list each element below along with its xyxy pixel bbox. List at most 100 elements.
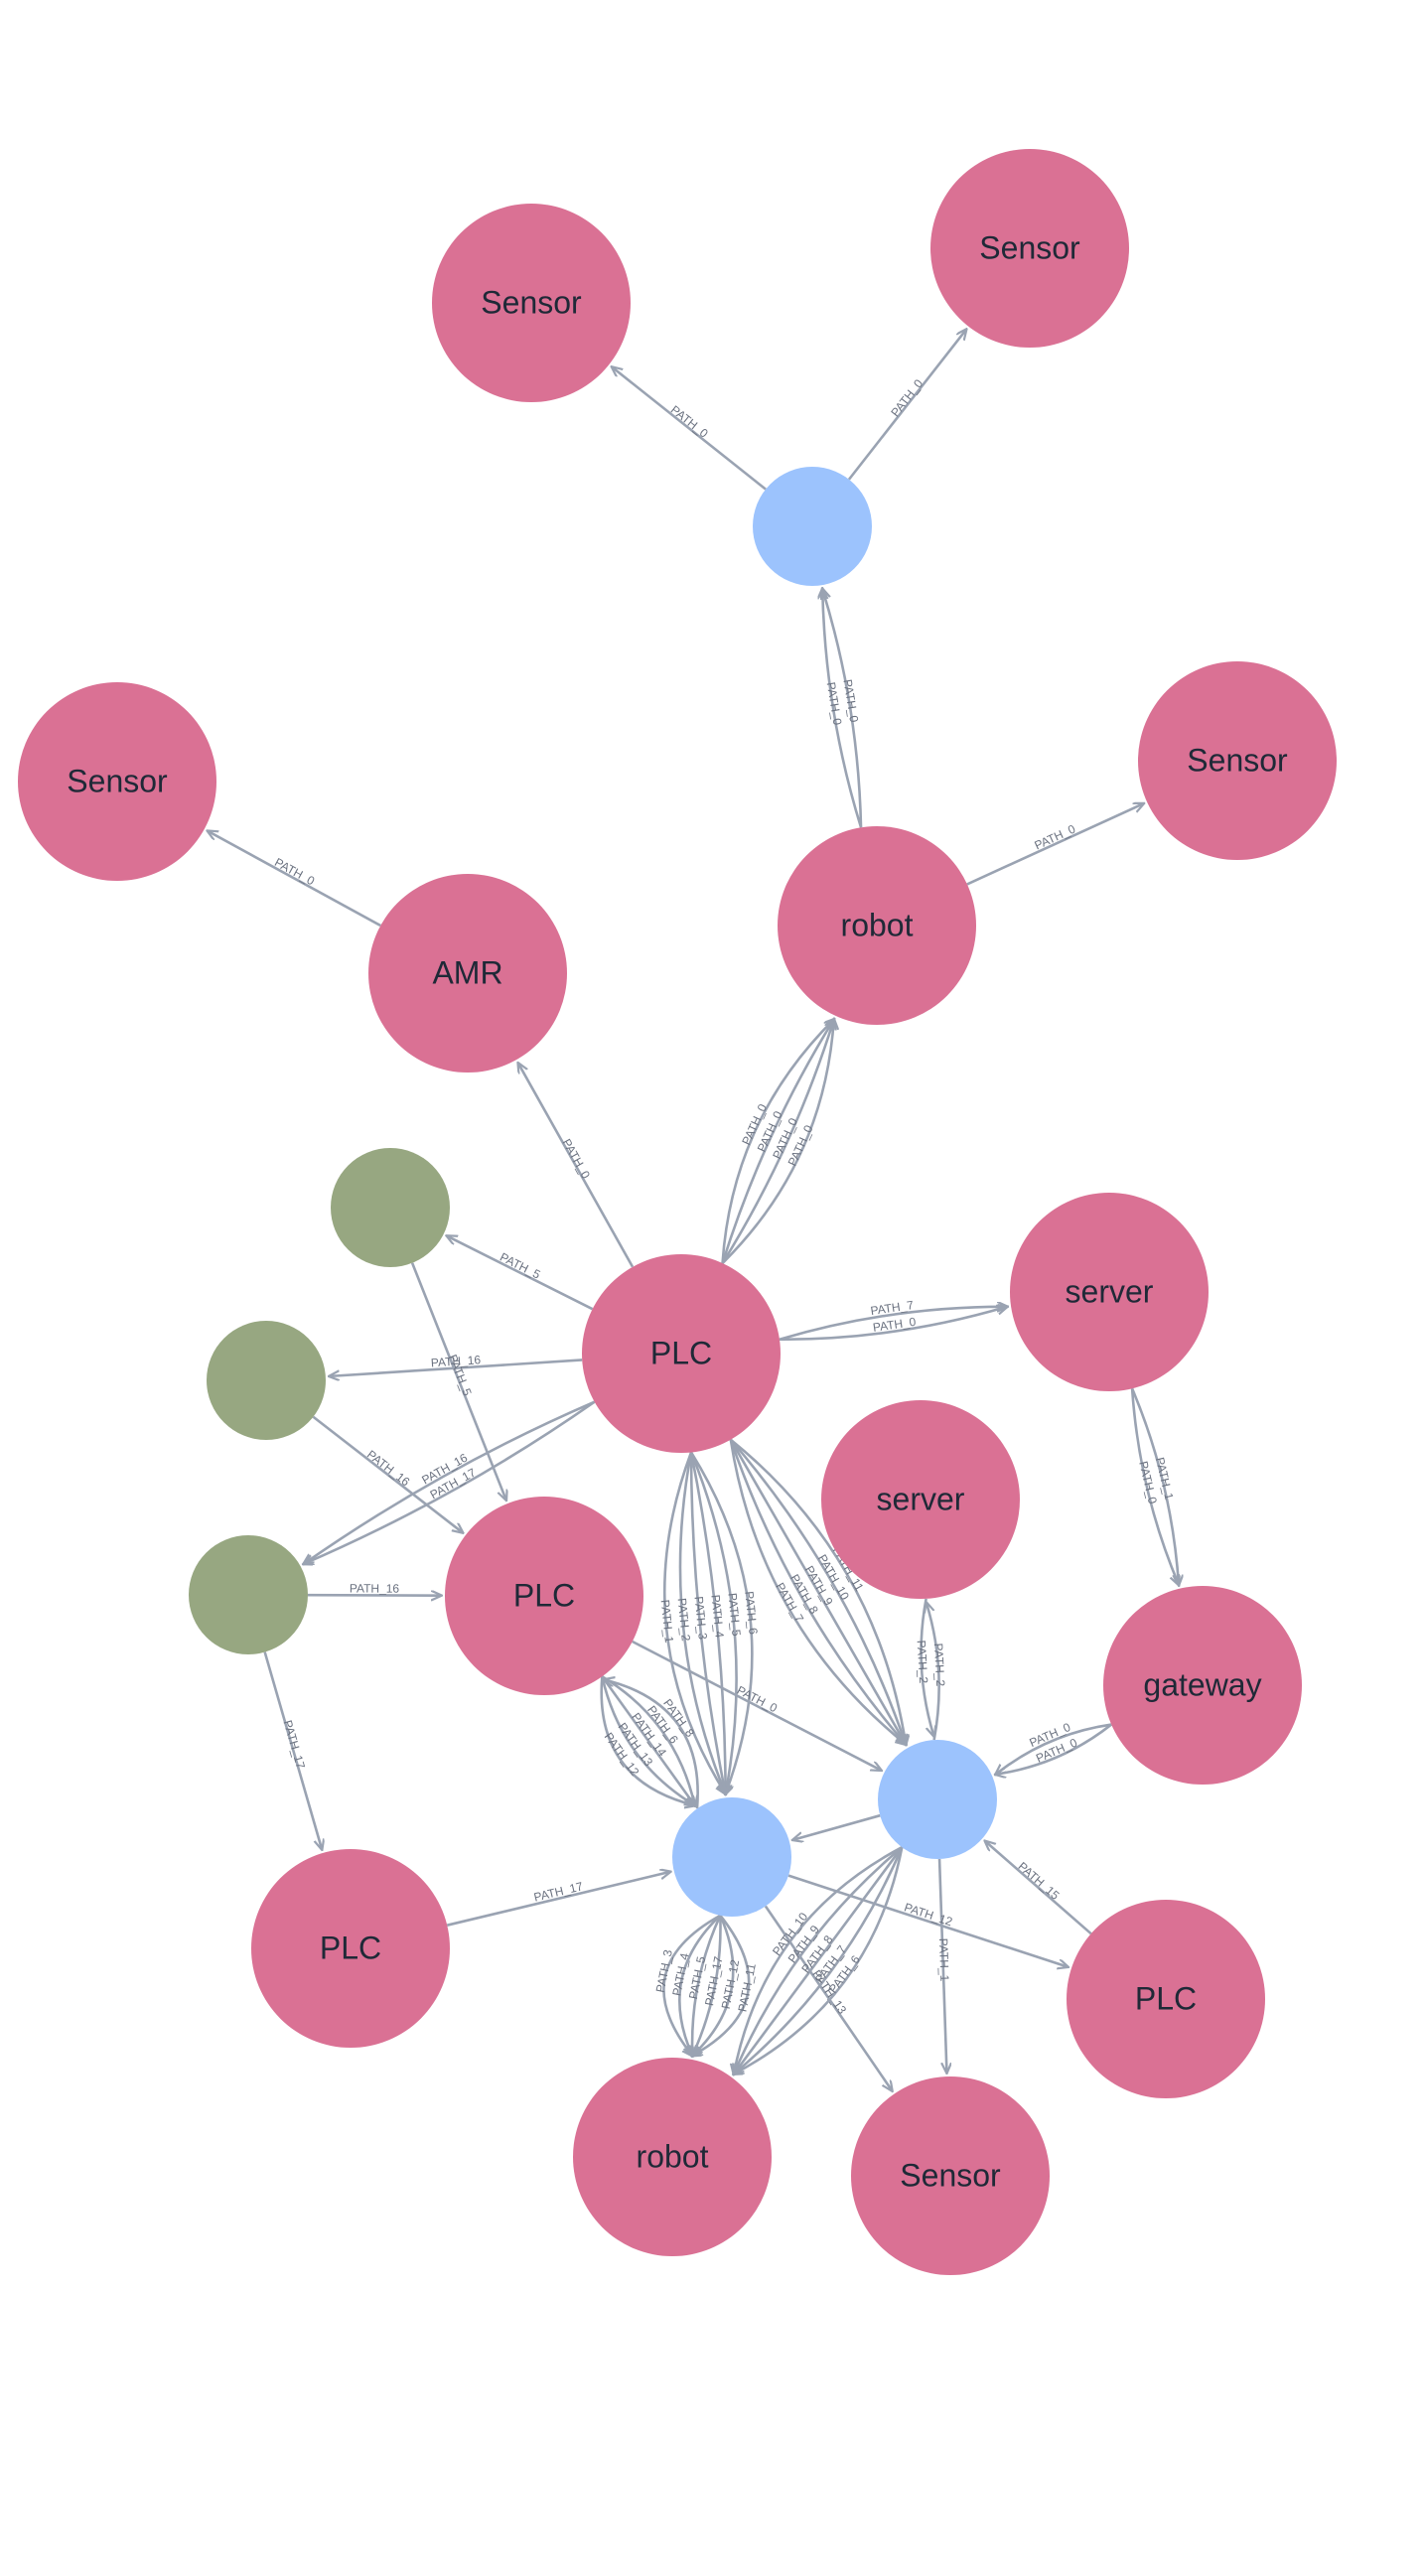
edge-plc_mid-to-hub_left[interactable] (600, 1676, 695, 1805)
node-circle[interactable] (878, 1740, 997, 1859)
edge-green_1-to-plc_mid[interactable] (410, 1262, 506, 1501)
edge-server_right-to-gateway[interactable] (1130, 1387, 1179, 1585)
edge-plc_center-to-green_1[interactable] (447, 1236, 594, 1311)
edge-plc_center-to-server_right[interactable] (779, 1307, 1007, 1342)
edge-plc_bottom_left-to-hub_left[interactable] (446, 1872, 670, 1927)
edge-hub_left-to-robot_bottom[interactable] (678, 1914, 722, 2056)
edge-hub_left-to-plc_bottom_right[interactable] (787, 1874, 1068, 1967)
edge-plc_center-to-hub_right[interactable] (730, 1438, 906, 1745)
node-circle[interactable] (1067, 1900, 1265, 2098)
edge-hub_right-to-robot_bottom[interactable] (734, 1846, 903, 2074)
node-circle[interactable] (445, 1497, 643, 1695)
edge-plc_center-to-amr[interactable] (518, 1064, 635, 1268)
node-circle[interactable] (432, 204, 631, 402)
node-hub_left[interactable] (672, 1797, 791, 1917)
node-plc_bottom_left[interactable]: PLC (251, 1849, 450, 2048)
edge-gateway-to-hub_right[interactable] (996, 1723, 1112, 1775)
node-circle[interactable] (672, 1797, 791, 1917)
node-green_2[interactable] (207, 1321, 326, 1440)
node-circle[interactable] (1103, 1586, 1302, 1785)
edge-green_2-to-plc_mid[interactable] (312, 1415, 462, 1533)
edge-gateway-to-hub_right[interactable] (996, 1723, 1112, 1775)
edge-hub_top-to-sensor_top_right[interactable] (847, 330, 966, 481)
edge-plc_center-to-green_3[interactable] (304, 1400, 596, 1564)
edge-robot_top-to-hub_top[interactable] (822, 589, 863, 828)
node-circle[interactable] (1138, 661, 1337, 860)
edge-plc_center-to-robot_top[interactable] (721, 1020, 834, 1264)
node-sensor_left[interactable]: Sensor (18, 682, 216, 881)
edge-robot_top-to-sensor_right[interactable] (966, 803, 1143, 886)
edge-hub_top-to-sensor_top_left[interactable] (612, 367, 767, 491)
edge-plc_center-to-hub_left[interactable] (689, 1452, 738, 1793)
edge-plc_center-to-robot_top[interactable] (721, 1020, 834, 1264)
node-circle[interactable] (189, 1535, 308, 1654)
node-circle[interactable] (582, 1254, 781, 1453)
edge-plc_center-to-green_3[interactable] (304, 1400, 596, 1564)
edge-plc_center-to-hub_right[interactable] (729, 1438, 906, 1745)
node-circle[interactable] (368, 874, 567, 1073)
node-circle[interactable] (851, 2076, 1050, 2275)
edge-hub_right-to-robot_bottom[interactable] (734, 1846, 904, 2074)
node-sensor_right[interactable]: Sensor (1138, 661, 1337, 860)
edge-hub_right-to-server_mid[interactable] (926, 1603, 940, 1741)
edge-plc_mid-to-hub_left[interactable] (601, 1675, 694, 1805)
edge-robot_top-to-hub_top[interactable] (822, 589, 863, 828)
edge-plc_mid-to-hub_left[interactable] (601, 1675, 694, 1805)
node-sensor_bottom[interactable]: Sensor (851, 2076, 1050, 2275)
node-hub_top[interactable] (753, 467, 872, 586)
node-plc_bottom_right[interactable]: PLC (1067, 1900, 1265, 2098)
edge-plc_center-to-hub_left[interactable] (689, 1452, 726, 1793)
edge-plc_mid-to-hub_right[interactable] (632, 1640, 881, 1771)
edge-plc_center-to-hub_left[interactable] (662, 1452, 725, 1793)
edge-hub_right-to-robot_bottom[interactable] (734, 1846, 904, 2074)
edge-plc_center-to-robot_top[interactable] (721, 1020, 834, 1264)
edge-hub_left-to-plc_mid[interactable] (605, 1679, 699, 1809)
edge-green_3-to-plc_bottom_left[interactable] (263, 1651, 322, 1849)
node-circle[interactable] (1010, 1193, 1209, 1391)
edge-plc_center-to-green_2[interactable] (330, 1359, 583, 1375)
edge-amr-to-sensor_left[interactable] (208, 831, 381, 928)
node-server_right[interactable]: server (1010, 1193, 1209, 1391)
node-server_mid[interactable]: server (821, 1400, 1020, 1599)
node-circle[interactable] (573, 2058, 772, 2256)
edge-plc_center-to-hub_right[interactable] (729, 1439, 906, 1745)
edge-hub_left-to-robot_bottom[interactable] (692, 1915, 722, 2056)
node-circle[interactable] (778, 826, 976, 1025)
node-gateway[interactable]: gateway (1103, 1586, 1302, 1785)
edge-plc_center-to-hub_left[interactable] (678, 1452, 726, 1793)
edge-hub_left-to-robot_bottom[interactable] (692, 1915, 735, 2056)
edge-hub_left-to-robot_bottom[interactable] (662, 1914, 721, 2056)
edge-hub_right-to-robot_bottom[interactable] (734, 1846, 904, 2074)
node-circle[interactable] (753, 467, 872, 586)
edge-plc_center-to-hub_left[interactable] (689, 1451, 754, 1793)
edge-hub_right-to-robot_bottom[interactable] (734, 1846, 904, 2074)
node-hub_right[interactable] (878, 1740, 997, 1859)
node-robot_top[interactable]: robot (778, 826, 976, 1025)
edge-hub_right-to-hub_left[interactable] (793, 1813, 881, 1840)
edge-hub_left-to-robot_bottom[interactable] (692, 1915, 751, 2056)
edge-plc_center-to-hub_right[interactable] (729, 1439, 906, 1745)
node-green_3[interactable] (189, 1535, 308, 1654)
node-amr[interactable]: AMR (368, 874, 567, 1073)
edge-server_right-to-gateway[interactable] (1130, 1388, 1179, 1585)
edge-plc_mid-to-hub_left[interactable] (601, 1675, 694, 1805)
edge-hub_left-to-sensor_bottom[interactable] (764, 1905, 892, 2090)
node-circle[interactable] (207, 1321, 326, 1440)
node-circle[interactable] (251, 1849, 450, 2048)
node-sensor_top_right[interactable]: Sensor (930, 149, 1129, 348)
node-sensor_top_left[interactable]: Sensor (432, 204, 631, 402)
edge-plc_center-to-server_right[interactable] (779, 1307, 1007, 1342)
node-robot_bottom[interactable]: robot (573, 2058, 772, 2256)
node-plc_mid[interactable]: PLC (445, 1497, 643, 1695)
edge-hub_left-to-robot_bottom[interactable] (692, 1915, 722, 2056)
edge-hub_right-to-sensor_bottom[interactable] (937, 1858, 946, 2073)
node-circle[interactable] (18, 682, 216, 881)
edge-plc_center-to-hub_right[interactable] (729, 1439, 906, 1745)
node-circle[interactable] (930, 149, 1129, 348)
node-circle[interactable] (331, 1148, 450, 1267)
edge-plc_center-to-robot_top[interactable] (721, 1020, 834, 1264)
node-plc_center[interactable]: PLC (582, 1254, 781, 1453)
edge-server_mid-to-hub_right[interactable] (920, 1598, 934, 1736)
node-green_1[interactable] (331, 1148, 450, 1267)
